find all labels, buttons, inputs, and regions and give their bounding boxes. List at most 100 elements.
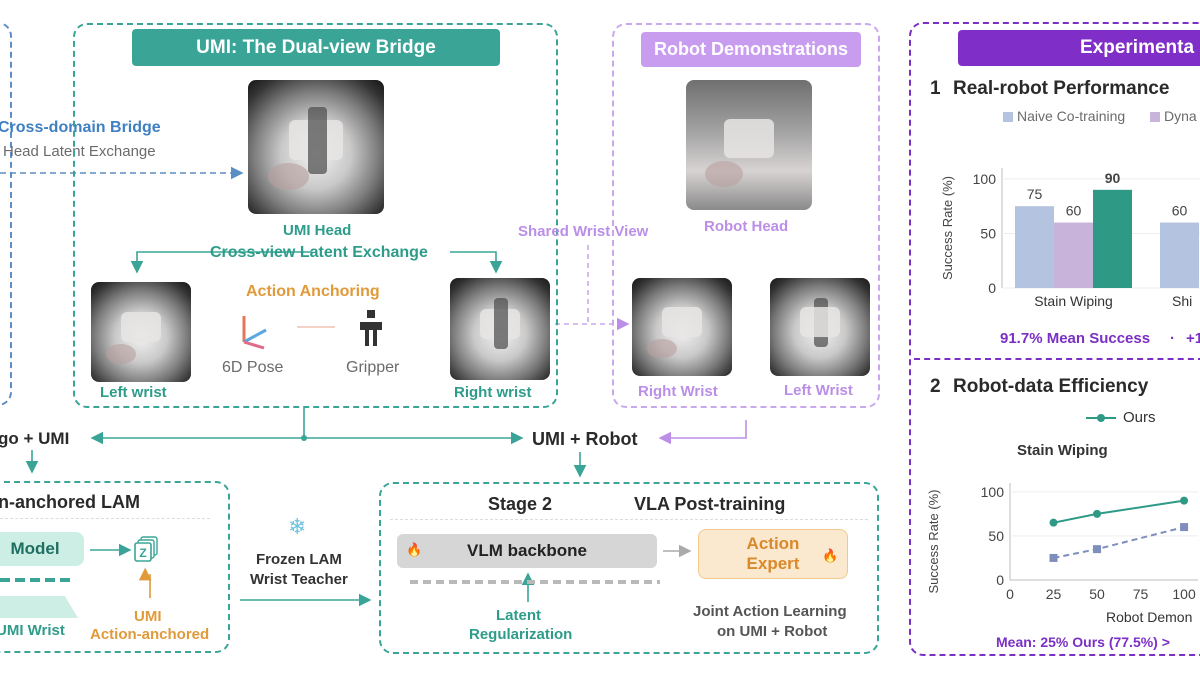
summary1-gain: +1 bbox=[1186, 330, 1200, 347]
summary1-mean: 91.7% Mean Success bbox=[1000, 330, 1151, 347]
lam-title: n-anchored LAM bbox=[0, 492, 140, 512]
bar bbox=[1015, 206, 1054, 288]
pose-label: 6D Pose bbox=[222, 359, 284, 376]
experiments-divider bbox=[914, 358, 1200, 360]
stage2-box bbox=[379, 482, 879, 654]
line-y-tick: 50 bbox=[988, 528, 1004, 544]
umi-right-wrist-image bbox=[450, 278, 550, 380]
umi-head-label: UMI Head bbox=[283, 222, 352, 239]
line-point bbox=[1180, 496, 1189, 505]
line-point bbox=[1093, 545, 1102, 554]
bar-y-tick: 100 bbox=[973, 171, 997, 187]
frozen-lam-line1: Frozen LAM bbox=[256, 551, 342, 568]
umi-wrist-label: UMI Wrist bbox=[0, 622, 65, 639]
action-expert-line1: Action bbox=[746, 534, 800, 553]
vlm-trainable-flame-icon: 🔥 bbox=[406, 542, 423, 557]
umi-robot-label: UMI + Robot bbox=[532, 429, 638, 449]
line-series bbox=[1053, 526, 1185, 559]
bar-data-label: 60 bbox=[1066, 203, 1082, 219]
robot-demo-banner: Robot Demonstrations bbox=[641, 32, 861, 67]
line-x-tick: 75 bbox=[1133, 586, 1149, 602]
stage2-title: VLA Post-training bbox=[634, 494, 786, 514]
section2-title: Robot-data Efficiency bbox=[953, 376, 1149, 397]
line-y-tick: 0 bbox=[996, 572, 1004, 588]
gripper-label: Gripper bbox=[346, 359, 400, 376]
line-point bbox=[1093, 509, 1102, 518]
bar-x-tick: Stain Wiping bbox=[1034, 293, 1113, 309]
bar-y-label: Success Rate (%) bbox=[940, 176, 955, 280]
cross-view-exchange-label: Cross-view Latent Exchange bbox=[210, 244, 428, 261]
snowflake-icon: ❄ bbox=[288, 514, 307, 539]
bar-y-tick: 50 bbox=[980, 225, 996, 241]
legend-ours-marker bbox=[1086, 411, 1116, 423]
pose-axes-icon bbox=[236, 310, 272, 350]
stage2-label: Stage 2 bbox=[488, 494, 553, 514]
experiments-box bbox=[909, 22, 1200, 656]
line-point bbox=[1180, 523, 1189, 532]
shared-wrist-label: Shared Wrist View bbox=[518, 223, 649, 240]
line-y-tick: 100 bbox=[981, 484, 1005, 500]
bar-data-label: 75 bbox=[1027, 186, 1043, 202]
umi-bridge-banner: UMI: The Dual-view Bridge bbox=[132, 29, 500, 66]
model-pill: Model bbox=[0, 532, 84, 566]
bar bbox=[1093, 189, 1132, 288]
umi-wrist-trapezoid bbox=[0, 596, 78, 618]
lam-box bbox=[0, 481, 230, 653]
latent-reg-line1: Latent bbox=[496, 607, 541, 624]
robot-head-image bbox=[686, 80, 812, 210]
joint-learning-line1: Joint Action Learning bbox=[693, 603, 847, 620]
bar-y-tick: 0 bbox=[988, 280, 996, 296]
umi-right-wrist-label: Right wrist bbox=[454, 384, 532, 401]
cross-domain-box bbox=[0, 22, 12, 406]
stage2-divider bbox=[390, 519, 868, 520]
line-point bbox=[1049, 518, 1058, 527]
z-token-icon: Z bbox=[134, 536, 160, 562]
robot-left-wrist-image bbox=[770, 278, 870, 376]
line-series bbox=[1053, 499, 1185, 524]
vlm-backbone-label: VLM backbone bbox=[467, 541, 587, 560]
line-x-tick: 50 bbox=[1089, 586, 1105, 602]
line-x-label: Robot Demon bbox=[1106, 609, 1192, 625]
line-x-tick: 0 bbox=[1006, 586, 1014, 602]
robot-right-wrist-image bbox=[632, 278, 732, 376]
ego-umi-label: go + UMI bbox=[0, 429, 70, 448]
robot-head-label: Robot Head bbox=[704, 218, 789, 235]
action-expert-line2: Expert bbox=[746, 554, 800, 573]
summary1-separator: · bbox=[1170, 330, 1175, 347]
cross-domain-title: Cross-domain Bridge bbox=[0, 119, 161, 136]
summary2-text: Mean: 25% Ours (77.5%) > bbox=[996, 634, 1170, 650]
umi-bridge-box bbox=[73, 23, 558, 408]
svg-text:Z: Z bbox=[139, 546, 146, 560]
frozen-lam-line2: Wrist Teacher bbox=[250, 571, 348, 588]
bar-x-tick: Shi bbox=[1172, 293, 1192, 309]
joint-learning-line2: on UMI + Robot bbox=[717, 623, 828, 640]
chart2-title: Stain Wiping bbox=[1017, 442, 1108, 459]
robot-demo-box bbox=[612, 23, 880, 408]
experiments-banner: Experimenta bbox=[958, 30, 1200, 66]
action-expert-pill: Action Expert bbox=[698, 529, 848, 579]
gripper-icon bbox=[356, 310, 386, 348]
umi-left-wrist-image bbox=[91, 282, 191, 382]
legend-dyna-label: Dyna bbox=[1164, 108, 1197, 124]
model-label: Model bbox=[10, 539, 60, 558]
legend-ours-label: Ours bbox=[1123, 409, 1156, 426]
legend-naive-label: Naive Co-training bbox=[1017, 108, 1126, 124]
section1-number: 1 bbox=[930, 78, 941, 99]
line-x-tick: 25 bbox=[1046, 586, 1062, 602]
latent-reg-line2: Regularization bbox=[469, 626, 573, 643]
bar-data-label: 90 bbox=[1105, 170, 1121, 186]
vlm-backbone-pill: VLM backbone bbox=[397, 534, 657, 568]
cross-domain-subtitle: Head Latent Exchange bbox=[3, 143, 156, 160]
robot-right-wrist-label: Right Wrist bbox=[638, 383, 718, 400]
umi-action-line1: UMI bbox=[134, 608, 162, 625]
line-point bbox=[1049, 553, 1058, 562]
section1-title: Real-robot Performance bbox=[953, 78, 1170, 99]
legend-naive-swatch bbox=[1003, 112, 1013, 122]
action-anchoring-label: Action Anchoring bbox=[246, 283, 380, 300]
bar-data-label: 60 bbox=[1172, 203, 1188, 219]
lam-title-divider bbox=[0, 518, 210, 519]
bar bbox=[1160, 222, 1199, 288]
